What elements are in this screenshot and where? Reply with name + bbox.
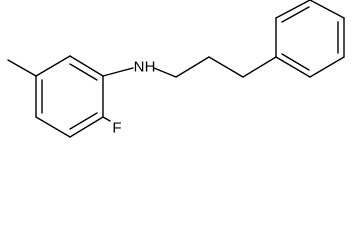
hydrogen-label: H (145, 59, 156, 76)
ring-bond (35, 55, 71, 77)
chain-bond (242, 56, 277, 78)
ring-bond (309, 0, 345, 19)
ring-bond (275, 56, 311, 78)
ring-bond (275, 0, 311, 19)
phenyl-ring (275, 0, 345, 78)
ring-bond (69, 55, 104, 77)
n-c-bond (153, 67, 177, 78)
c-f-bond (102, 116, 111, 122)
chain-bond (175, 56, 210, 78)
ring-bond (35, 116, 71, 138)
nitrogen-label: N (134, 59, 145, 76)
ring-double-bond (69, 112, 98, 130)
c-n-bond (102, 67, 134, 77)
ring-bond (69, 116, 104, 138)
fluorine-label: F (112, 120, 121, 137)
chain-bond (208, 56, 244, 78)
ring-bond (309, 56, 345, 78)
ring-double-bond (281, 6, 310, 23)
ring-double-bond (281, 53, 310, 71)
ring-double-bond (69, 63, 98, 81)
aniline-ring (35, 55, 104, 138)
methyl-bond (7, 59, 37, 77)
molecule-structure: N H F (7, 0, 345, 138)
